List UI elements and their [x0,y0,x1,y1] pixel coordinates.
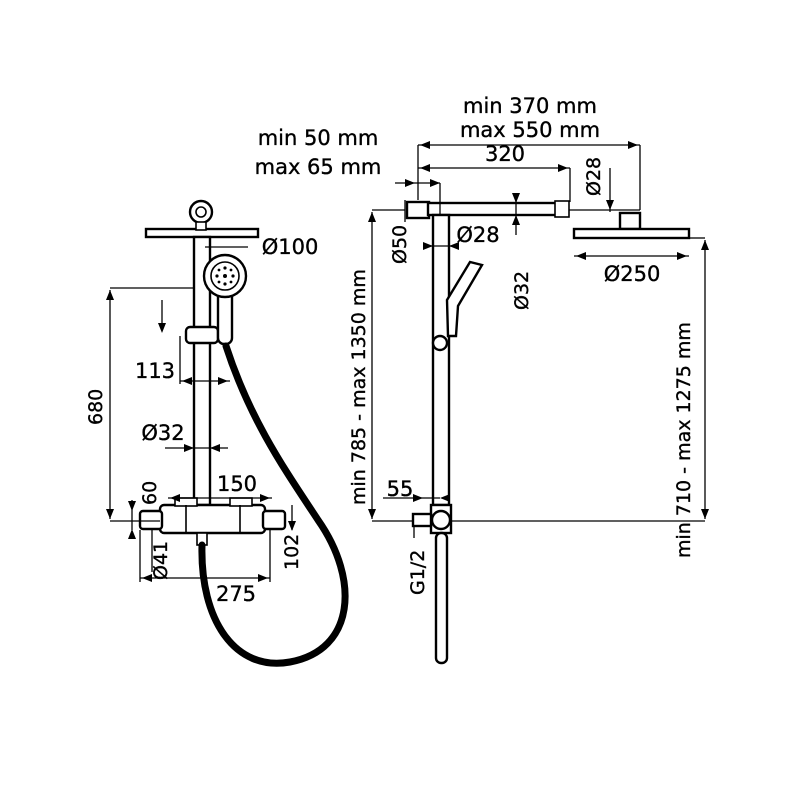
front-shower-hose [198,342,349,667]
label-max-width: max 550 mm [460,118,600,142]
label-275: 275 [216,582,256,606]
side-riser-pipe [431,213,451,507]
front-hand-shower-holder [184,325,220,345]
label-680: 680 [85,389,107,425]
side-shower-arm [426,201,570,217]
label-102: 102 [281,534,303,570]
label-60: 60 [139,481,161,505]
label-dia-28-top: Ø28 [583,157,605,196]
label-dia-50: Ø50 [389,225,411,264]
front-mixer-body [158,503,267,535]
front-view [138,199,349,667]
label-dia-41: Ø41 [150,541,172,580]
label-min-width: min 370 mm [463,94,597,118]
label-height-range: min 785 - max 1350 mm [348,269,370,505]
label-55: 55 [387,477,414,501]
label-max-wall: max 65 mm [255,155,382,179]
side-view-dimensions [368,141,709,538]
label-arm-length: 320 [485,142,525,166]
label-dia-28-pipe: Ø28 [456,223,499,247]
front-view-dimensions [106,246,296,582]
label-dia-32-arm: Ø32 [511,271,533,310]
label-dia-100: Ø100 [262,235,319,259]
label-thread: G1/2 [407,550,429,595]
label-dia-250: Ø250 [604,262,661,286]
label-min-wall: min 50 mm [258,126,379,150]
label-dia-32-bar: Ø32 [141,421,184,445]
side-hand-shower [445,260,484,338]
label-113: 113 [135,359,175,383]
label-150: 150 [217,472,257,496]
dimension-labels: min 370 mm max 550 mm 320 min 50 mm max … [85,94,695,606]
label-head-height-range: min 710 - max 1275 mm [673,322,695,558]
side-rain-head [572,227,691,240]
side-view [405,200,691,665]
